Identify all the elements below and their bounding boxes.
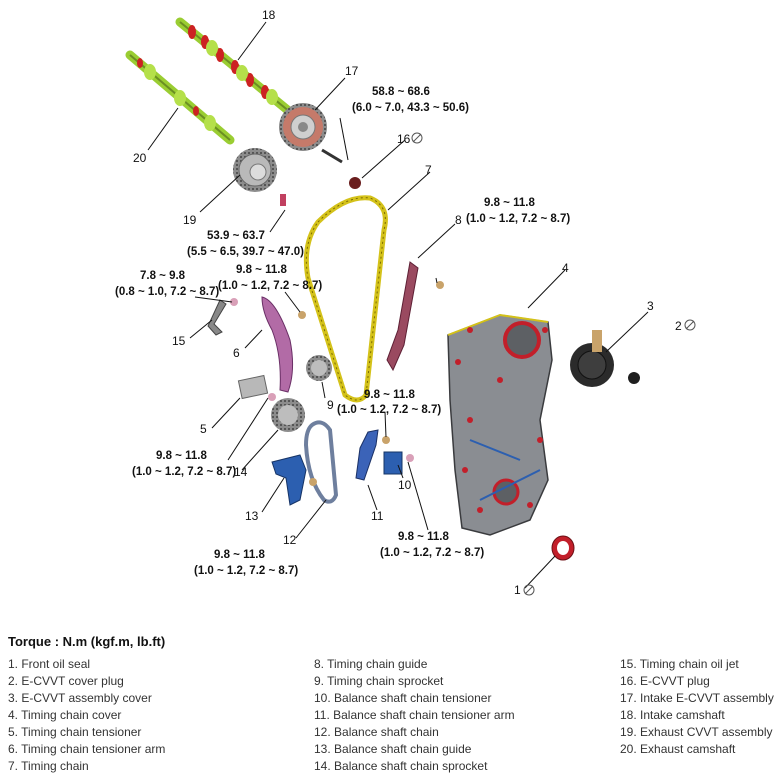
balance-chain-tensioner-part (383, 451, 414, 475)
callout-6: 6 (233, 346, 240, 360)
legend-item: 9. Timing chain sprocket (314, 674, 444, 688)
torque-12-units: (1.0 ~ 1.2, 7.2 ~ 8.7) (194, 565, 298, 577)
legend-item: 6. Timing chain tensioner arm (8, 742, 166, 756)
torque-19-units: (5.5 ~ 6.5, 39.7 ~ 47.0) (187, 246, 304, 258)
torque-6-units: (1.0 ~ 1.2, 7.2 ~ 8.7) (218, 280, 322, 292)
torque-14-nm: 9.8 ~ 11.8 (156, 450, 207, 462)
legend-item: 1. Front oil seal (8, 657, 91, 671)
torque-14-units: (1.0 ~ 1.2, 7.2 ~ 8.7) (132, 466, 236, 478)
ecvvt-cover-part (570, 330, 614, 387)
legend-item: 2. E-CVVT cover plug (8, 674, 124, 688)
leader-lines (147, 21, 649, 589)
exhaust-camshaft-part (125, 50, 235, 145)
callout-19: 19 (183, 213, 197, 227)
callout-4: 4 (562, 261, 569, 275)
torque-12-nm: 9.8 ~ 11.8 (214, 549, 265, 561)
torque-9-units: (1.0 ~ 1.2, 7.2 ~ 8.7) (337, 404, 441, 416)
torque-19-nm: 53.9 ~ 63.7 (207, 230, 265, 242)
legend-item: 14. Balance shaft chain sprocket (314, 759, 488, 773)
no-reuse-icon-1 (523, 584, 535, 596)
torque-units-heading: Torque : N.m (kgf.m, lb.ft) (8, 634, 166, 649)
oil-jet-part (207, 299, 227, 336)
timing-chain-cover-part (447, 313, 553, 536)
legend-item: 3. E-CVVT assembly cover (8, 691, 152, 705)
torque-6-nm: 9.8 ~ 11.8 (236, 264, 287, 276)
intake-ecvvt-part (279, 103, 343, 164)
timing-chain-guide-part (386, 261, 419, 372)
callout-11: 11 (371, 509, 384, 523)
callout-18: 18 (262, 8, 276, 22)
legend-item: 8. Timing chain guide (314, 657, 428, 671)
legend-item: 5. Timing chain tensioner (8, 725, 142, 739)
balance-shaft-sprocket-part (271, 398, 305, 432)
callout-17: 17 (345, 64, 359, 78)
torque-10-nm: 9.8 ~ 11.8 (398, 531, 449, 543)
callout-5: 5 (200, 422, 207, 436)
exhaust-cvvt-part (233, 148, 286, 206)
callout-16: 16 (397, 132, 411, 146)
legend-item: 16. E-CVVT plug (620, 674, 710, 688)
no-reuse-icon-2 (684, 319, 696, 331)
callout-9: 9 (327, 398, 334, 412)
legend-item: 19. Exhaust CVVT assembly (620, 725, 773, 739)
legend-item: 18. Intake camshaft (620, 708, 725, 722)
callout-3: 3 (647, 299, 654, 313)
torque-9-nm: 9.8 ~ 11.8 (364, 389, 415, 401)
torque-8-units: (1.0 ~ 1.2, 7.2 ~ 8.7) (466, 213, 570, 225)
callout-1: 1 (514, 583, 521, 597)
callout-13: 13 (245, 509, 259, 523)
legend-item: 7. Timing chain (8, 759, 89, 773)
callout-20: 20 (133, 151, 147, 165)
legend-item: 20. Exhaust camshaft (620, 742, 736, 756)
callout-8: 8 (455, 213, 462, 227)
balance-shaft-chain-guide-part (271, 454, 307, 506)
callout-10: 10 (398, 478, 412, 492)
torque-15-nm: 7.8 ~ 9.8 (140, 270, 186, 282)
timing-chain-tensioner-part (237, 374, 276, 401)
legend-item: 10. Balance shaft chain tensioner (314, 691, 492, 705)
tensioner-arm-part (261, 296, 294, 393)
callout-2: 2 (675, 319, 682, 333)
legend-column-3: 15. Timing chain oil jet 16. E-CVVT plug… (620, 656, 774, 758)
legend-column-1: 1. Front oil seal 2. E-CVVT cover plug 3… (8, 656, 165, 775)
legend-item: 4. Timing chain cover (8, 708, 122, 722)
ecvvt-plug-part (349, 177, 361, 189)
torque-8-nm: 9.8 ~ 11.8 (484, 197, 535, 209)
callout-14: 14 (234, 465, 248, 479)
exploded-timing-diagram: 18 17 20 19 16 7 8 4 3 2 15 6 9 5 14 13 … (115, 8, 696, 597)
legend-item: 12. Balance shaft chain (314, 725, 439, 739)
callout-12: 12 (283, 533, 297, 547)
balance-shaft-chain-part (303, 420, 339, 504)
torque-15-units: (0.8 ~ 1.0, 7.2 ~ 8.7) (115, 286, 219, 298)
no-reuse-icon-16 (411, 132, 423, 144)
balance-chain-tensioner-arm-part (355, 429, 379, 481)
callout-7: 7 (425, 163, 432, 177)
intake-camshaft-part (175, 17, 295, 117)
timing-chain-sprocket-part (306, 355, 332, 381)
callout-15: 15 (172, 334, 186, 348)
legend-item: 11. Balance shaft chain tensioner arm (314, 708, 515, 722)
legend-item: 13. Balance shaft chain guide (314, 742, 472, 756)
torque-17-units: (6.0 ~ 7.0, 43.3 ~ 50.6) (352, 102, 469, 114)
torque-17-nm: 58.8 ~ 68.6 (372, 86, 430, 98)
legend-item: 15. Timing chain oil jet (620, 657, 739, 671)
torque-10-units: (1.0 ~ 1.2, 7.2 ~ 8.7) (380, 547, 484, 559)
legend-item: 17. Intake E-CVVT assembly (620, 691, 774, 705)
legend-column-2: 8. Timing chain guide 9. Timing chain sp… (314, 656, 515, 775)
ecvvt-cover-plug-part (628, 372, 640, 384)
